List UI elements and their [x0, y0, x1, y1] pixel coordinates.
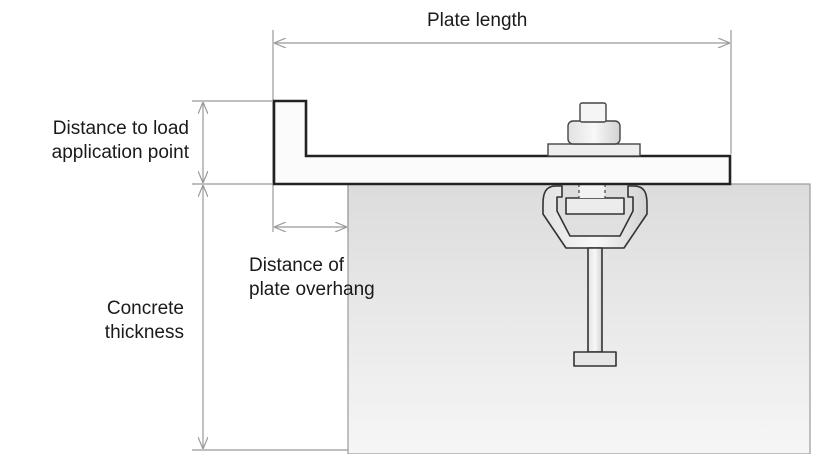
overhang-label: Distance of plate overhang [249, 254, 375, 302]
load-point-line-1: Distance to load [52, 118, 189, 139]
anchor-channel [542, 185, 648, 367]
concrete-line-1: Concrete [106, 298, 184, 319]
washer [547, 143, 641, 157]
concrete-line-2: thickness [104, 322, 184, 343]
overhang-line-2: plate overhang [249, 279, 375, 300]
bolt-end [579, 102, 607, 123]
overhang-line-1: Distance of [249, 255, 345, 276]
load-point-line-2: application point [51, 142, 189, 163]
plate-length-label: Plate length [427, 9, 527, 33]
t-bolt-head [565, 197, 625, 215]
plate-length-text: Plate length [427, 10, 528, 31]
base-plate [272, 99, 732, 186]
anchor-foot [573, 351, 617, 367]
anchor-shaft [587, 247, 603, 353]
load-point-label: Distance to load application point [13, 117, 189, 165]
concrete-block [347, 183, 811, 454]
nut [567, 120, 621, 145]
channel-profile [542, 185, 648, 249]
concrete-thickness-label: Concrete thickness [90, 297, 184, 345]
